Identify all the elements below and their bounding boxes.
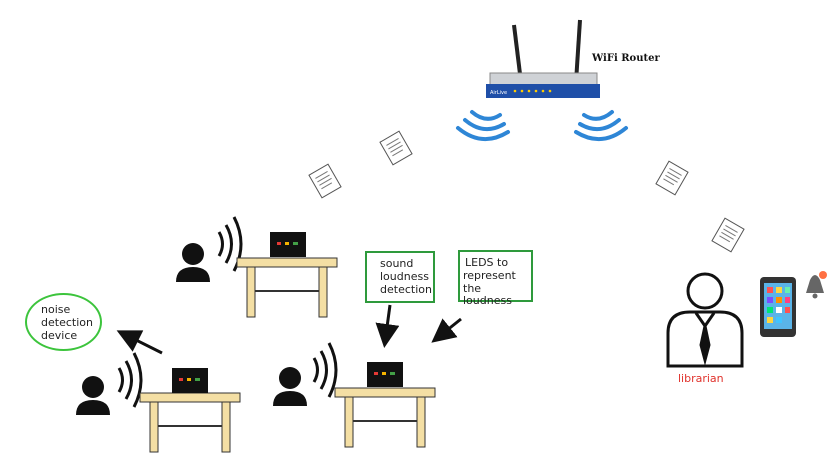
box-line: represent: [463, 269, 516, 282]
noise-detection-device-label: noise detection device: [25, 293, 102, 351]
bell-icon: [806, 271, 827, 299]
document-icon: [711, 217, 745, 253]
box-line: LEDS to: [465, 256, 509, 269]
device-icon: [270, 232, 306, 257]
arrow-icon: [116, 304, 462, 355]
table-icon: [334, 387, 436, 448]
document-icon: [655, 160, 689, 196]
device-icon: [367, 362, 403, 387]
document-icon: [308, 163, 342, 199]
document-icon: [379, 130, 413, 166]
table-icon: [139, 392, 241, 453]
ellipse-line: noise: [41, 303, 71, 316]
box-line: detection: [380, 283, 432, 296]
router-brand: AirLive: [490, 90, 507, 96]
person-icon: [176, 243, 210, 282]
box-line: loudness: [380, 270, 429, 283]
smartphone-icon: [760, 277, 796, 337]
librarian-label: librarian: [678, 372, 724, 385]
leds-box: LEDS to represent the loudness: [458, 250, 533, 307]
wifi-signal-icon: [456, 110, 628, 141]
table-icon: [236, 257, 338, 318]
sound-detection-box: sound loudness detection: [365, 251, 435, 303]
person-icon: [76, 376, 110, 415]
ellipse-line: detection: [41, 316, 93, 329]
box-line: sound: [380, 257, 414, 270]
sound-wave-icon: [312, 341, 338, 399]
wifi-router-icon: AirLive: [486, 19, 600, 98]
librarian-icon: [666, 272, 744, 368]
sound-wave-icon: [117, 351, 143, 409]
ellipse-line: device: [41, 329, 78, 342]
device-icon: [172, 368, 208, 393]
box-line: the loudness: [463, 282, 512, 307]
person-icon: [273, 367, 307, 406]
router-label: WiFi Router: [592, 53, 660, 64]
